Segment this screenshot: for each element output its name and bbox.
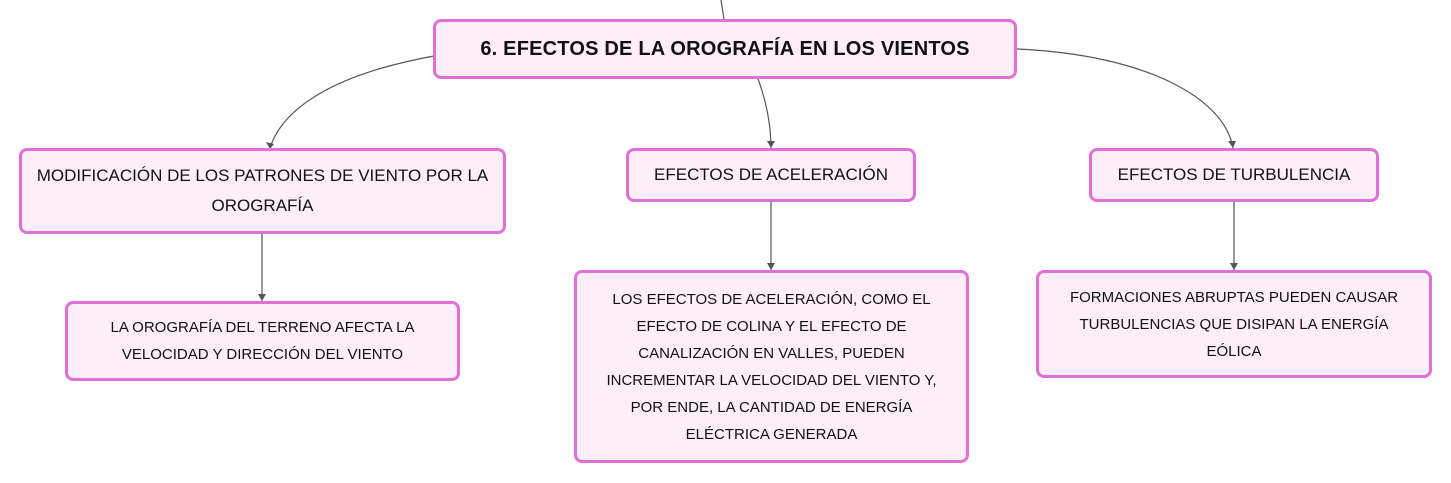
branch-label-aceleracion: EFECTOS DE ACELERACIÓN bbox=[654, 165, 888, 184]
branch-label-modificacion: MODIFICACIÓN DE LOS PATRONES DE VIENTO P… bbox=[36, 166, 489, 215]
child-label-modificacion: LA OROGRAFÍA DEL TERRENO AFECTA LA VELOC… bbox=[110, 319, 415, 363]
arrowhead-branch-3 bbox=[1230, 263, 1238, 270]
branch-node-turbulencia[interactable]: EFECTOS DE TURBULENCIA bbox=[1089, 148, 1379, 202]
root-topic-label: 6. EFECTOS DE LA OROGRAFÍA EN LOS VIENTO… bbox=[480, 38, 970, 60]
branch-node-modificacion[interactable]: MODIFICACIÓN DE LOS PATRONES DE VIENTO P… bbox=[19, 148, 506, 234]
arrowhead-branch-1 bbox=[258, 294, 266, 301]
arrowhead-branch-2-top bbox=[767, 141, 775, 148]
connector-root-to-branch-1 bbox=[269, 55, 435, 149]
child-node-modificacion[interactable]: LA OROGRAFÍA DEL TERRENO AFECTA LA VELOC… bbox=[65, 301, 460, 381]
root-topic-node[interactable]: 6. EFECTOS DE LA OROGRAFÍA EN LOS VIENTO… bbox=[433, 19, 1017, 79]
child-label-aceleracion: LOS EFECTOS DE ACELERACIÓN, COMO EL EFEC… bbox=[606, 290, 937, 443]
child-label-turbulencia: FORMACIONES ABRUPTAS PUEDEN CAUSAR TURBU… bbox=[1069, 288, 1399, 360]
arrowhead-branch-2 bbox=[767, 263, 775, 270]
branch-node-aceleracion[interactable]: EFECTOS DE ACELERACIÓN bbox=[626, 148, 916, 202]
connector-top-stub bbox=[720, 0, 725, 20]
child-node-aceleracion[interactable]: LOS EFECTOS DE ACELERACIÓN, COMO EL EFEC… bbox=[574, 270, 969, 463]
branch-label-turbulencia: EFECTOS DE TURBULENCIA bbox=[1117, 165, 1351, 184]
arrowhead-branch-1-top bbox=[266, 142, 274, 149]
connector-root-to-branch-3 bbox=[1016, 48, 1234, 149]
connector-root-to-branch-2 bbox=[757, 78, 772, 149]
child-node-turbulencia[interactable]: FORMACIONES ABRUPTAS PUEDEN CAUSAR TURBU… bbox=[1036, 270, 1432, 378]
arrowhead-branch-3-top bbox=[1228, 141, 1236, 148]
